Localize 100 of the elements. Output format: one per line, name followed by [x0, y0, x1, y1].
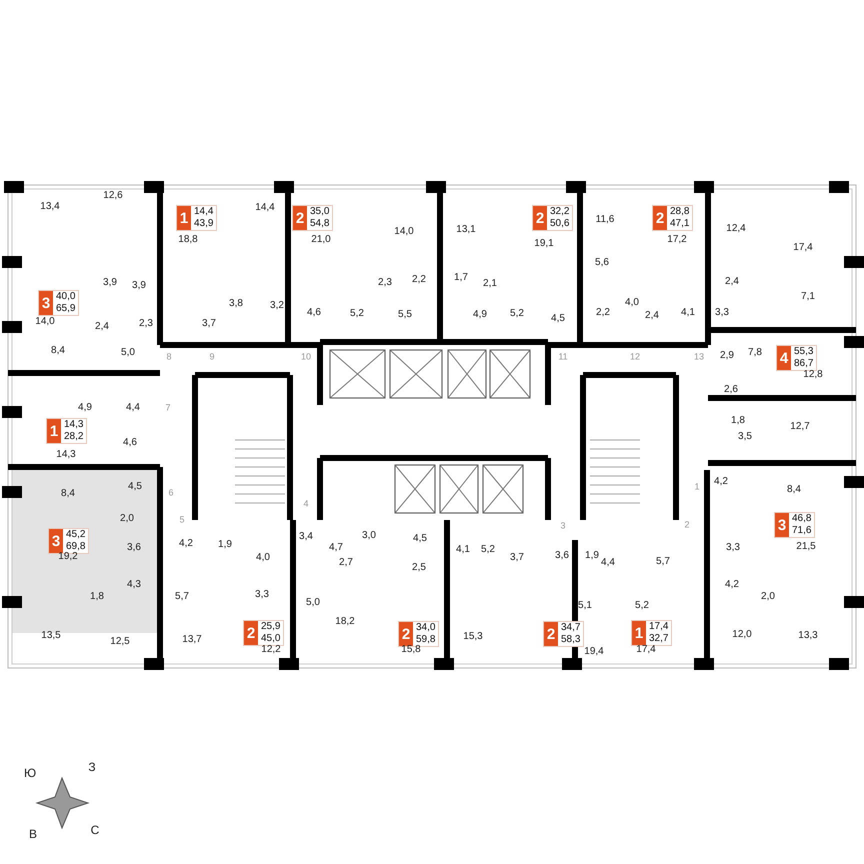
- apartment-badge: [543, 621, 584, 647]
- area-label: 1,8: [90, 592, 104, 602]
- area-label: 5,2: [481, 545, 495, 555]
- area-label: 5,6: [595, 258, 609, 268]
- room-count: 1: [47, 419, 61, 443]
- total-area: 59,8: [416, 634, 436, 646]
- area-label: 5,2: [635, 601, 649, 611]
- area-label: 4,0: [625, 298, 639, 308]
- area-label: 3,7: [510, 553, 524, 563]
- area-label: 2,3: [378, 278, 392, 288]
- area-label: 3,3: [255, 590, 269, 600]
- total-area: 50,6: [550, 218, 570, 230]
- area-label: 2,6: [724, 385, 738, 395]
- area-label: 4,9: [78, 403, 92, 413]
- area-label: 12,7: [790, 422, 810, 432]
- area-label: 2,7: [339, 558, 353, 568]
- area-label: 2,2: [596, 308, 610, 318]
- apartment-badge: [46, 418, 88, 444]
- area-label: 19,1: [534, 239, 554, 249]
- room-count: 3: [39, 291, 53, 315]
- apartment-badge: [532, 205, 574, 231]
- area-label: 7,1: [801, 292, 815, 302]
- area-label: 3,2: [270, 301, 284, 311]
- area-label: 5,7: [656, 557, 670, 567]
- area-label: 1,9: [585, 551, 599, 561]
- area-label: 14,0: [35, 317, 55, 327]
- area-label: 2,3: [139, 319, 153, 329]
- door-number: 4: [304, 500, 308, 508]
- room-count: 4: [777, 346, 791, 370]
- room-count: 1: [177, 206, 191, 230]
- room-count: 2: [244, 621, 258, 645]
- area-label: 8,4: [787, 485, 801, 495]
- room-count: 2: [293, 206, 307, 230]
- living-area: 55,3: [794, 346, 814, 358]
- area-label: 13,3: [798, 631, 818, 641]
- door-number: 9: [210, 352, 214, 362]
- total-area: 47,1: [670, 218, 690, 230]
- area-label: 3,8: [229, 299, 243, 309]
- area-label: 3,6: [127, 543, 141, 553]
- area-label: 5,7: [175, 592, 189, 602]
- door-number: 2: [684, 520, 690, 530]
- apartment-badge: [652, 205, 694, 231]
- area-label: 14,4: [255, 203, 275, 213]
- area-label: 2,0: [761, 592, 775, 602]
- area-label: 3,6: [555, 551, 569, 561]
- compass-letter: В: [29, 828, 37, 840]
- area-label: 2,0: [120, 514, 134, 524]
- living-area: 28,8: [670, 206, 690, 218]
- area-label: 5,2: [350, 309, 364, 319]
- area-label: 3,9: [132, 281, 146, 291]
- area-label: 14,3: [56, 450, 76, 460]
- area-label: 1,8: [731, 416, 745, 426]
- area-label: 2,1: [483, 279, 497, 289]
- area-label: 1,7: [454, 273, 468, 283]
- area-label: 4,6: [123, 438, 137, 448]
- total-area: 54,8: [310, 218, 330, 230]
- area-label: 3,3: [726, 543, 740, 553]
- room-count: 2: [544, 622, 558, 646]
- door-number: 11: [558, 352, 568, 362]
- area-label: 13,4: [40, 202, 60, 212]
- area-label: 5,2: [510, 309, 524, 319]
- area-label: 4,2: [714, 477, 728, 487]
- total-area: 86,7: [794, 358, 814, 370]
- area-label: 4,5: [413, 534, 427, 544]
- area-label: 2,9: [720, 351, 734, 361]
- total-area: 71,6: [792, 525, 812, 537]
- area-label: 5,0: [306, 598, 320, 608]
- area-label: 4,5: [551, 314, 565, 324]
- area-label: 12,8: [803, 370, 823, 380]
- apartment-badge: [398, 621, 440, 647]
- area-label: 4,5: [128, 482, 142, 492]
- door-number: 12: [630, 352, 640, 362]
- area-label: 3,9: [103, 278, 117, 288]
- area-label: 3,7: [202, 319, 216, 329]
- apartment-badge: [48, 528, 90, 554]
- area-label: 1,9: [218, 540, 232, 550]
- room-count: 3: [775, 513, 789, 537]
- living-area: 46,8: [792, 513, 812, 525]
- area-label: 2,2: [412, 275, 426, 285]
- total-area: 58,3: [561, 634, 580, 646]
- door-number: 1: [694, 482, 700, 492]
- area-label: 4,1: [681, 308, 695, 318]
- apartment-badge: [292, 205, 334, 231]
- total-area: 65,9: [56, 303, 76, 315]
- area-label: 12,6: [103, 191, 123, 201]
- area-label: 17,4: [636, 645, 656, 655]
- area-label: 17,2: [667, 235, 687, 245]
- area-label: 2,5: [412, 563, 426, 573]
- total-area: 45,0: [261, 633, 280, 645]
- room-count: 2: [533, 206, 547, 230]
- area-label: 4,4: [126, 403, 140, 413]
- area-label: 13,7: [182, 635, 202, 645]
- living-area: 35,0: [310, 206, 330, 218]
- area-label: 3,3: [715, 308, 729, 318]
- living-area: 40,0: [56, 291, 76, 303]
- area-label: 3,4: [299, 532, 313, 542]
- area-label: 4,4: [601, 558, 615, 568]
- area-label: 3,5: [738, 432, 752, 442]
- living-area: 32,2: [550, 206, 570, 218]
- apartment-badge: [774, 512, 816, 538]
